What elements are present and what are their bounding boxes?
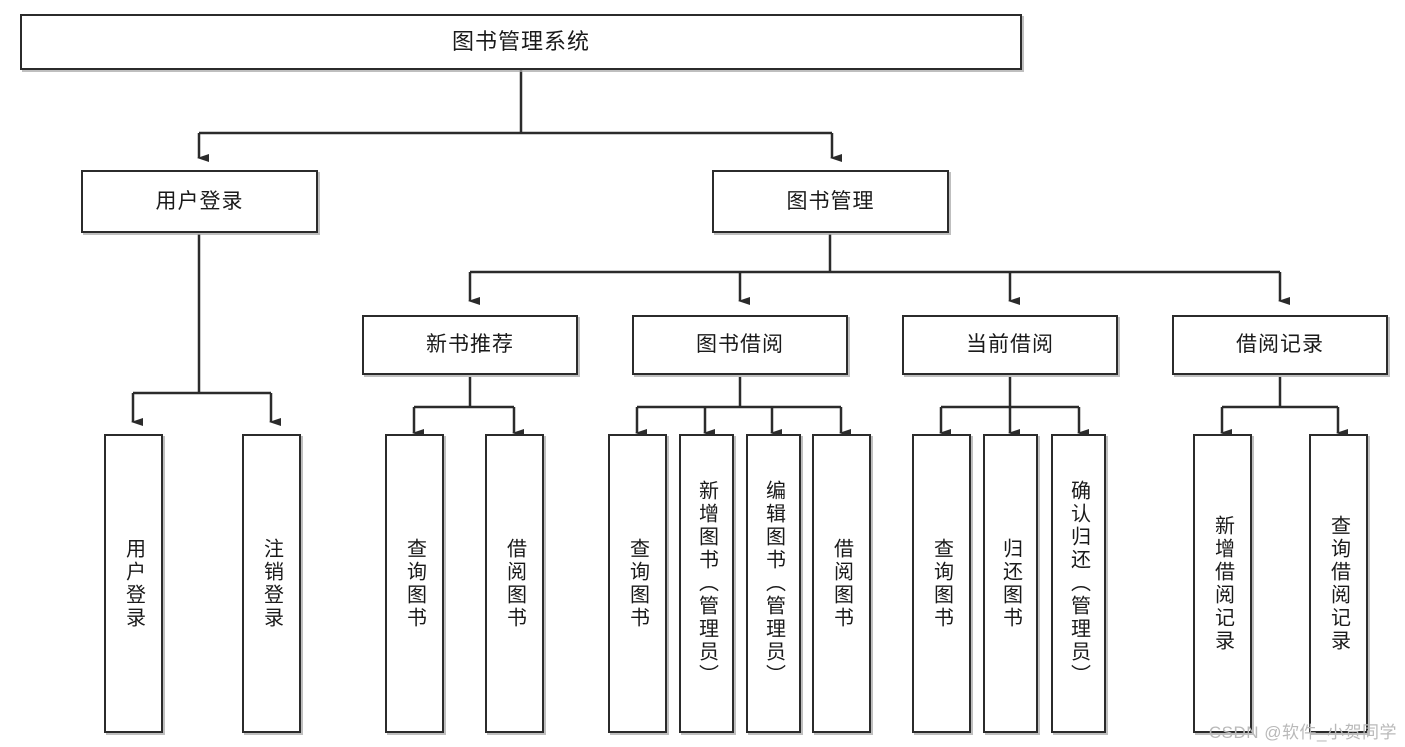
leaf-label: 归还图书	[999, 537, 1022, 630]
node-current-borrow[interactable]: 当前借阅	[902, 315, 1118, 375]
leaf-user-login-logout[interactable]: 注销登录	[242, 434, 301, 733]
leaf-records-query-record[interactable]: 查询借阅记录	[1309, 434, 1368, 733]
leaf-label: 借阅图书	[503, 537, 526, 630]
leaf-label: 用户登录	[122, 537, 145, 630]
node-root-system[interactable]: 图书管理系统	[20, 14, 1022, 70]
node-book-borrow[interactable]: 图书借阅	[632, 315, 848, 375]
leaf-borrow-edit-book[interactable]: 编辑图书（管理员）	[746, 434, 801, 733]
node-new-book-recommend[interactable]: 新书推荐	[362, 315, 578, 375]
leaf-label: 查询借阅记录	[1327, 514, 1350, 653]
leaf-records-add-record[interactable]: 新增借阅记录	[1193, 434, 1252, 733]
csdn-watermark: CSDN @软件_小贺同学	[1208, 723, 1397, 742]
leaf-borrow-borrow-book[interactable]: 借阅图书	[812, 434, 871, 733]
leaf-label: 查询图书	[403, 537, 426, 630]
node-borrow-records[interactable]: 借阅记录	[1172, 315, 1388, 375]
leaf-new-book-borrow[interactable]: 借阅图书	[485, 434, 544, 733]
leaf-label: 查询图书	[626, 537, 649, 630]
leaf-label: 编辑图书（管理员）	[762, 480, 785, 687]
leaf-current-query-book[interactable]: 查询图书	[912, 434, 971, 733]
leaf-borrow-add-book[interactable]: 新增图书（管理员）	[679, 434, 734, 733]
leaf-label: 借阅图书	[830, 537, 853, 630]
leaf-label: 新增借阅记录	[1211, 514, 1234, 653]
leaf-label: 确认归还（管理员）	[1067, 480, 1090, 687]
leaf-label: 新增图书（管理员）	[695, 480, 718, 687]
leaf-new-book-query[interactable]: 查询图书	[385, 434, 444, 733]
leaf-borrow-query-book[interactable]: 查询图书	[608, 434, 667, 733]
node-user-login[interactable]: 用户登录	[81, 170, 318, 233]
leaf-label: 注销登录	[260, 537, 283, 630]
leaf-label: 查询图书	[930, 537, 953, 630]
node-book-management[interactable]: 图书管理	[712, 170, 949, 233]
leaf-current-return-book[interactable]: 归还图书	[983, 434, 1038, 733]
leaf-current-confirm-return[interactable]: 确认归还（管理员）	[1051, 434, 1106, 733]
leaf-user-login-login[interactable]: 用户登录	[104, 434, 163, 733]
